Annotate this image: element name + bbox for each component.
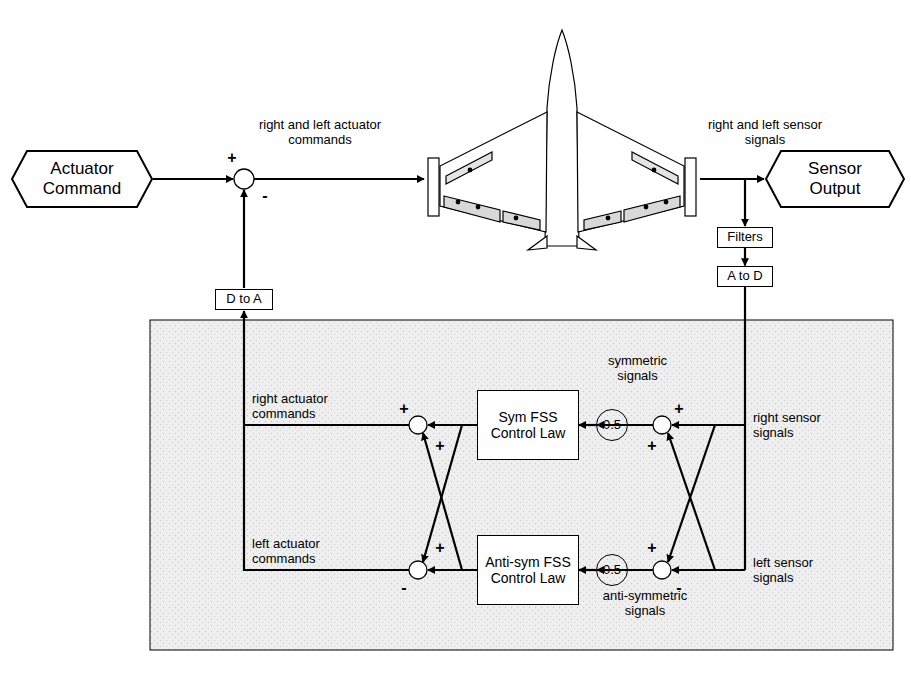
control-law-box: Sym FSS Control Law — [477, 390, 579, 460]
signal-label: right sensor signals — [753, 410, 833, 440]
summing-junctions — [234, 169, 671, 579]
sign-label: - — [257, 188, 273, 204]
signal-label: right actuator commands — [252, 391, 362, 421]
node-text: Sensor Output — [787, 159, 883, 198]
sign-label: + — [671, 401, 687, 417]
aircraft-illustration — [428, 30, 696, 250]
sign-label: + — [432, 438, 448, 454]
converter-box: A to D — [717, 266, 773, 287]
signal-arrow — [579, 569, 596, 571]
gain-circle: 0.5 — [596, 554, 628, 586]
control-law-box: Anti-sym FSS Control Law — [477, 535, 579, 605]
terminal-hexagon: Sensor Output — [765, 150, 905, 208]
computer-region — [150, 320, 893, 650]
sign-label: + — [644, 540, 660, 556]
sign-label: + — [432, 540, 448, 556]
node-text: 0.5 — [603, 563, 621, 578]
signal-label: anti-symmetric signals — [585, 588, 705, 618]
sign-label: + — [396, 401, 412, 417]
signal-label: left sensor signals — [753, 555, 833, 585]
converter-box: D to A — [215, 289, 273, 310]
node-text: Actuator Command — [34, 159, 130, 198]
filter-box: Filters — [717, 227, 773, 248]
node-text: D to A — [226, 292, 261, 307]
hexagon-shape — [766, 151, 904, 207]
signal-label: left actuator commands — [252, 536, 362, 566]
sign-label: + — [644, 438, 660, 454]
signal-arrow — [744, 248, 746, 266]
signal-label: right and left actuator commands — [255, 117, 385, 147]
sign-label: + — [224, 150, 240, 166]
node-text: Sym FSS Control Law — [482, 409, 574, 441]
node-text: A to D — [727, 269, 762, 284]
node-text: Anti-sym FSS Control Law — [482, 554, 574, 586]
sign-label: - — [671, 580, 687, 596]
signal-label: symmetric signals — [590, 353, 685, 383]
gain-circle: 0.5 — [596, 409, 628, 441]
hexagon-shape — [12, 151, 152, 207]
signal-wires — [153, 179, 764, 570]
signal-label: right and left sensor signals — [700, 117, 830, 147]
node-text: Filters — [727, 230, 762, 245]
signal-arrow — [579, 424, 596, 426]
node-text: 0.5 — [603, 418, 621, 433]
sign-label: - — [396, 580, 412, 596]
terminal-hexagon: Actuator Command — [11, 150, 153, 208]
